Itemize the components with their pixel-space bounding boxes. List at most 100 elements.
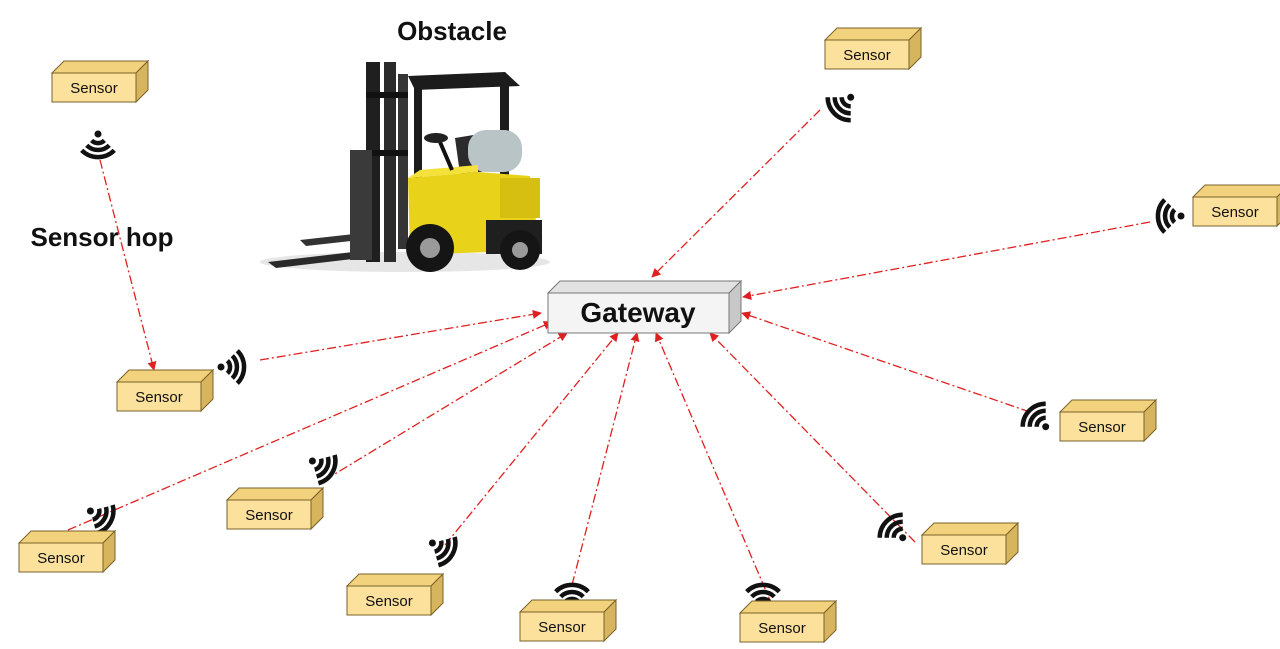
wifi-arc <box>877 512 903 538</box>
wifi-arc <box>839 97 851 109</box>
sensor-front-face <box>739 612 825 643</box>
link-bottom-center-left <box>444 332 619 546</box>
wifi-layer <box>80 93 1185 612</box>
sensor-label: Sensor <box>758 620 806 637</box>
wifi-dot <box>94 130 102 138</box>
sensor-label: Sensor <box>940 542 988 559</box>
link-sensor-hop <box>99 159 157 371</box>
wifi-dot <box>899 534 907 542</box>
wifi-arc <box>230 354 240 380</box>
sensor-top-face <box>1191 184 1280 198</box>
wifi-arc <box>825 97 851 123</box>
sensor-node: Sensor <box>115 368 215 413</box>
wifi-dot <box>1177 212 1185 220</box>
wifi-arc <box>437 536 458 568</box>
link-bottom-far-left <box>67 321 553 531</box>
wifi-signal-icon <box>80 130 116 160</box>
sensor-node: Sensor <box>17 529 117 574</box>
gateway-front-face <box>547 292 730 334</box>
sensor-top-face <box>823 27 923 41</box>
wifi-arc <box>891 526 903 538</box>
gateway-top-face <box>546 280 743 294</box>
sensor-node: Sensor <box>1058 398 1158 443</box>
sensor-label: Sensor <box>135 389 183 406</box>
sensor-top-face <box>738 600 838 614</box>
link-left-mid <box>259 309 542 361</box>
sensor-node: Sensor <box>345 572 445 617</box>
sensor-node: Sensor <box>823 26 923 71</box>
sensor-top-face <box>225 487 325 501</box>
sensor-node: Sensor <box>225 486 325 531</box>
wifi-arc <box>435 538 451 561</box>
sensor-front-face <box>18 542 104 573</box>
wifi-arc <box>1034 415 1046 427</box>
wifi-dot <box>1042 423 1050 431</box>
wifi-dot <box>847 93 855 101</box>
sensor-front-face <box>346 585 432 616</box>
wifi-arc <box>1169 208 1177 224</box>
wifi-arc <box>554 582 590 594</box>
wifi-arc <box>225 359 233 375</box>
wifi-arc <box>1020 401 1046 427</box>
wifi-arc <box>832 97 851 116</box>
wifi-signal-icon <box>1155 198 1185 234</box>
sensor-front-face <box>921 534 1007 565</box>
sensor-top-face <box>115 369 215 383</box>
sensor-label: Sensor <box>843 47 891 64</box>
link-right-mid <box>741 311 1031 413</box>
wifi-arc <box>1155 198 1167 234</box>
sensor-front-face <box>519 611 605 642</box>
sensor-front-face <box>1059 411 1145 442</box>
gateway-label: Gateway <box>580 297 696 328</box>
sensor-node: Sensor <box>518 598 618 643</box>
sensor-node: Sensor <box>920 521 1020 566</box>
wifi-arc <box>433 540 444 554</box>
sensor-front-face <box>51 72 137 103</box>
link-top-right <box>651 109 821 278</box>
link-layer <box>67 109 1151 606</box>
sensor-top-face <box>920 522 1020 536</box>
sensor-label: Sensor <box>1078 419 1126 436</box>
sensor-hop-label: Sensor hop <box>30 222 173 252</box>
wifi-arc <box>90 138 106 146</box>
wifi-arc <box>80 148 116 160</box>
sensor-node: Sensor <box>738 599 838 644</box>
wifi-arc <box>313 458 324 472</box>
link-bottom-center <box>571 332 640 586</box>
wifi-arc <box>745 582 781 594</box>
wifi-signal-icon <box>308 454 338 486</box>
wifi-signal-icon <box>428 536 458 568</box>
sensor-label: Sensor <box>245 507 293 524</box>
sensor-top-face <box>518 599 618 613</box>
sensor-label: Sensor <box>538 619 586 636</box>
wifi-arc <box>315 456 331 479</box>
wifi-dot <box>86 507 94 515</box>
sensor-top-face <box>50 60 150 74</box>
sensor-node: Sensor <box>50 59 150 104</box>
sensor-top-face <box>17 530 117 544</box>
wifi-dot <box>308 457 316 465</box>
wifi-signal-icon <box>1020 401 1050 431</box>
sensor-node: Sensor <box>1191 184 1280 228</box>
wifi-arc <box>85 143 111 153</box>
wifi-signal-icon <box>86 504 116 536</box>
wifi-arc <box>91 508 102 522</box>
sensor-label: Sensor <box>365 593 413 610</box>
link-bottom-center-right <box>655 332 773 606</box>
wifi-dot <box>217 363 225 371</box>
sensor-front-face <box>1192 196 1278 227</box>
wifi-dot <box>428 539 436 547</box>
wifi-signal-icon <box>877 512 907 542</box>
wifi-signal-icon <box>825 93 855 123</box>
wifi-arc <box>235 349 247 385</box>
gateway-node: Gateway <box>546 279 743 335</box>
obstacle-label: Obstacle <box>397 16 507 46</box>
wifi-arc <box>1162 203 1172 229</box>
wifi-arc <box>750 589 776 599</box>
forklift-obstacle-image <box>260 62 550 272</box>
link-right <box>742 221 1151 300</box>
sensor-label: Sensor <box>37 550 85 567</box>
sensor-front-face <box>116 381 202 412</box>
sensor-front-face <box>226 499 312 530</box>
